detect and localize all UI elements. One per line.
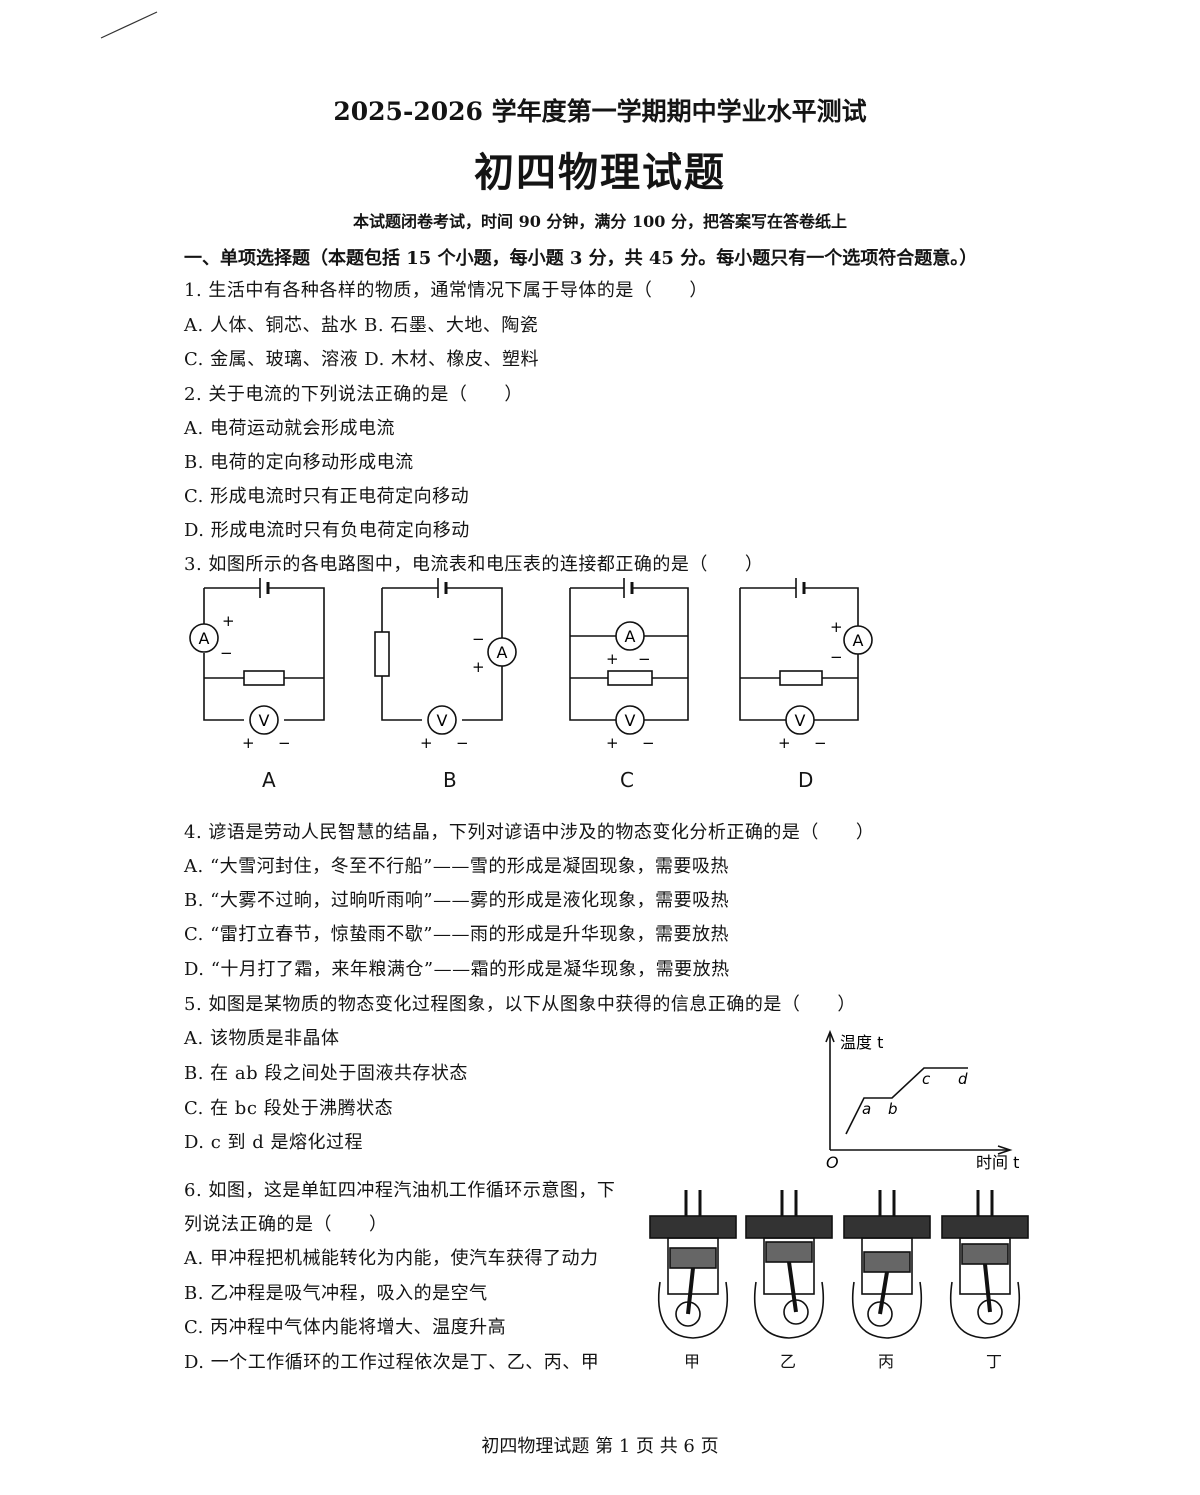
- q1-options-cd: C. 金属、玻璃、溶液 D. 木材、橡皮、塑料: [184, 349, 540, 370]
- q5-option-a: A. 该物质是非晶体: [184, 1028, 340, 1049]
- q6-option-d: D. 一个工作循环的工作过程依次是丁、乙、丙、甲: [184, 1352, 600, 1373]
- minus-sign: −: [814, 734, 827, 752]
- section-heading: 一、单项选择题（本题包括 15 个小题，每小题 3 分，共 45 分。每小题只有…: [184, 248, 978, 269]
- plus-sign: +: [606, 734, 619, 752]
- q2-option-a: A. 电荷运动就会形成电流: [184, 418, 395, 439]
- engine-label-yi: 乙: [780, 1352, 797, 1371]
- plus-sign: +: [420, 734, 433, 752]
- q4-stem: 4. 谚语是劳动人民智慧的结晶，下列对谚语中涉及的物态变化分析正确的是（ ）: [184, 822, 875, 843]
- page-footer: 初四物理试题 第 1 页 共 6 页: [481, 1436, 719, 1457]
- minus-sign: −: [638, 650, 651, 668]
- minus-sign: −: [278, 734, 291, 752]
- q5-option-c: C. 在 bc 段处于沸腾状态: [184, 1098, 394, 1119]
- q6-stem-line1: 6. 如图，这是单缸四冲程汽油机工作循环示意图，下: [184, 1180, 616, 1201]
- circuit-label-b: B: [443, 768, 457, 792]
- circuit-c: A V + − + −: [569, 578, 689, 752]
- plus-sign: +: [830, 618, 843, 636]
- q4-option-b: B. “大雾不过晌，过晌听雨响”——雾的形成是液化现象，需要吸热: [184, 890, 730, 911]
- voltmeter-symbol: V: [795, 711, 806, 730]
- circuit-a: A V + − + −: [189, 578, 325, 752]
- temperature-time-graph: 温度 t 时间 t O a b c d: [825, 1029, 1019, 1172]
- circuit-d: A V + − + −: [739, 578, 873, 752]
- voltmeter-symbol: V: [437, 711, 448, 730]
- q1-stem: 1. 生活中有各种各样的物质，通常情况下属于导体的是（ ）: [184, 280, 708, 301]
- q6-option-a: A. 甲冲程把机械能转化为内能，使汽车获得了动力: [184, 1248, 599, 1269]
- engine-stroke-yi: [745, 1190, 833, 1339]
- circuit-b: A V − + + −: [374, 578, 517, 752]
- exam-subtitle: 2025-2026 学年度第一学期期中学业水平测试: [333, 97, 867, 126]
- exam-note: 本试题闭卷考试，时间 90 分钟，满分 100 分，把答案写在答卷纸上: [353, 212, 847, 231]
- q5-option-d: D. c 到 d 是熔化过程: [184, 1132, 364, 1153]
- graph-xlabel: 时间 t: [976, 1153, 1019, 1172]
- q6-stem-line2: 列说法正确的是（ ）: [184, 1214, 388, 1235]
- engine-stroke-jia: [649, 1190, 737, 1339]
- graph-origin: O: [826, 1153, 839, 1172]
- ammeter-symbol: A: [625, 627, 636, 646]
- q3-stem: 3. 如图所示的各电路图中，电流表和电压表的连接都正确的是（ ）: [184, 554, 764, 575]
- engine-label-ding: 丁: [986, 1352, 1003, 1371]
- q2-option-c: C. 形成电流时只有正电荷定向移动: [184, 486, 470, 507]
- voltmeter-symbol: V: [625, 711, 636, 730]
- plus-sign: +: [472, 658, 485, 676]
- engine-label-bing: 丙: [878, 1352, 895, 1371]
- graph-curve: [845, 1067, 968, 1135]
- q5-stem: 5. 如图是某物质的物态变化过程图象，以下从图象中获得的信息正确的是（ ）: [184, 994, 856, 1015]
- engine-label-jia: 甲: [684, 1352, 701, 1371]
- graph-point-a: a: [862, 1100, 871, 1118]
- plus-sign: +: [606, 650, 619, 668]
- plus-sign: +: [778, 734, 791, 752]
- q4-option-a: A. “大雪河封住，冬至不行船”——雪的形成是凝固现象，需要吸热: [184, 856, 729, 877]
- circuit-label-a: A: [262, 768, 276, 792]
- graph-point-b: b: [888, 1100, 898, 1118]
- q2-option-d: D. 形成电流时只有负电荷定向移动: [184, 520, 470, 541]
- engine-stroke-ding: [941, 1190, 1029, 1339]
- graph-point-d: d: [958, 1070, 968, 1088]
- q2-option-b: B. 电荷的定向移动形成电流: [184, 452, 414, 473]
- q5-option-b: B. 在 ab 段之间处于固液共存状态: [184, 1063, 468, 1084]
- exam-title: 初四物理试题: [474, 149, 726, 196]
- graph-ylabel: 温度 t: [840, 1033, 883, 1052]
- circuit-label-d: D: [798, 768, 814, 792]
- minus-sign: −: [642, 734, 655, 752]
- minus-sign: −: [220, 644, 233, 662]
- scan-mark: [100, 11, 158, 39]
- q6-option-b: B. 乙冲程是吸气冲程，吸入的是空气: [184, 1283, 488, 1304]
- circuit-label-c: C: [620, 768, 634, 792]
- voltmeter-symbol: V: [259, 711, 270, 730]
- q4-option-d: D. “十月打了霜，来年粮满仓”——霜的形成是凝华现象，需要放热: [184, 959, 730, 980]
- engine-stroke-bing: [843, 1190, 931, 1339]
- plus-sign: +: [242, 734, 255, 752]
- ammeter-symbol: A: [853, 631, 864, 650]
- q4-option-c: C. “雷打立春节，惊蛰雨不歇”——雨的形成是升华现象，需要放热: [184, 924, 729, 945]
- plus-sign: +: [222, 612, 235, 630]
- graph-point-c: c: [922, 1070, 931, 1088]
- minus-sign: −: [472, 630, 485, 648]
- minus-sign: −: [830, 648, 843, 666]
- minus-sign: −: [456, 734, 469, 752]
- q1-options-ab: A. 人体、铜芯、盐水 B. 石墨、大地、陶瓷: [184, 315, 539, 336]
- ammeter-symbol: A: [497, 643, 508, 662]
- q2-stem: 2. 关于电流的下列说法正确的是（ ）: [184, 384, 523, 405]
- q6-option-c: C. 丙冲程中气体内能将增大、温度升高: [184, 1317, 507, 1338]
- ammeter-symbol: A: [199, 629, 210, 648]
